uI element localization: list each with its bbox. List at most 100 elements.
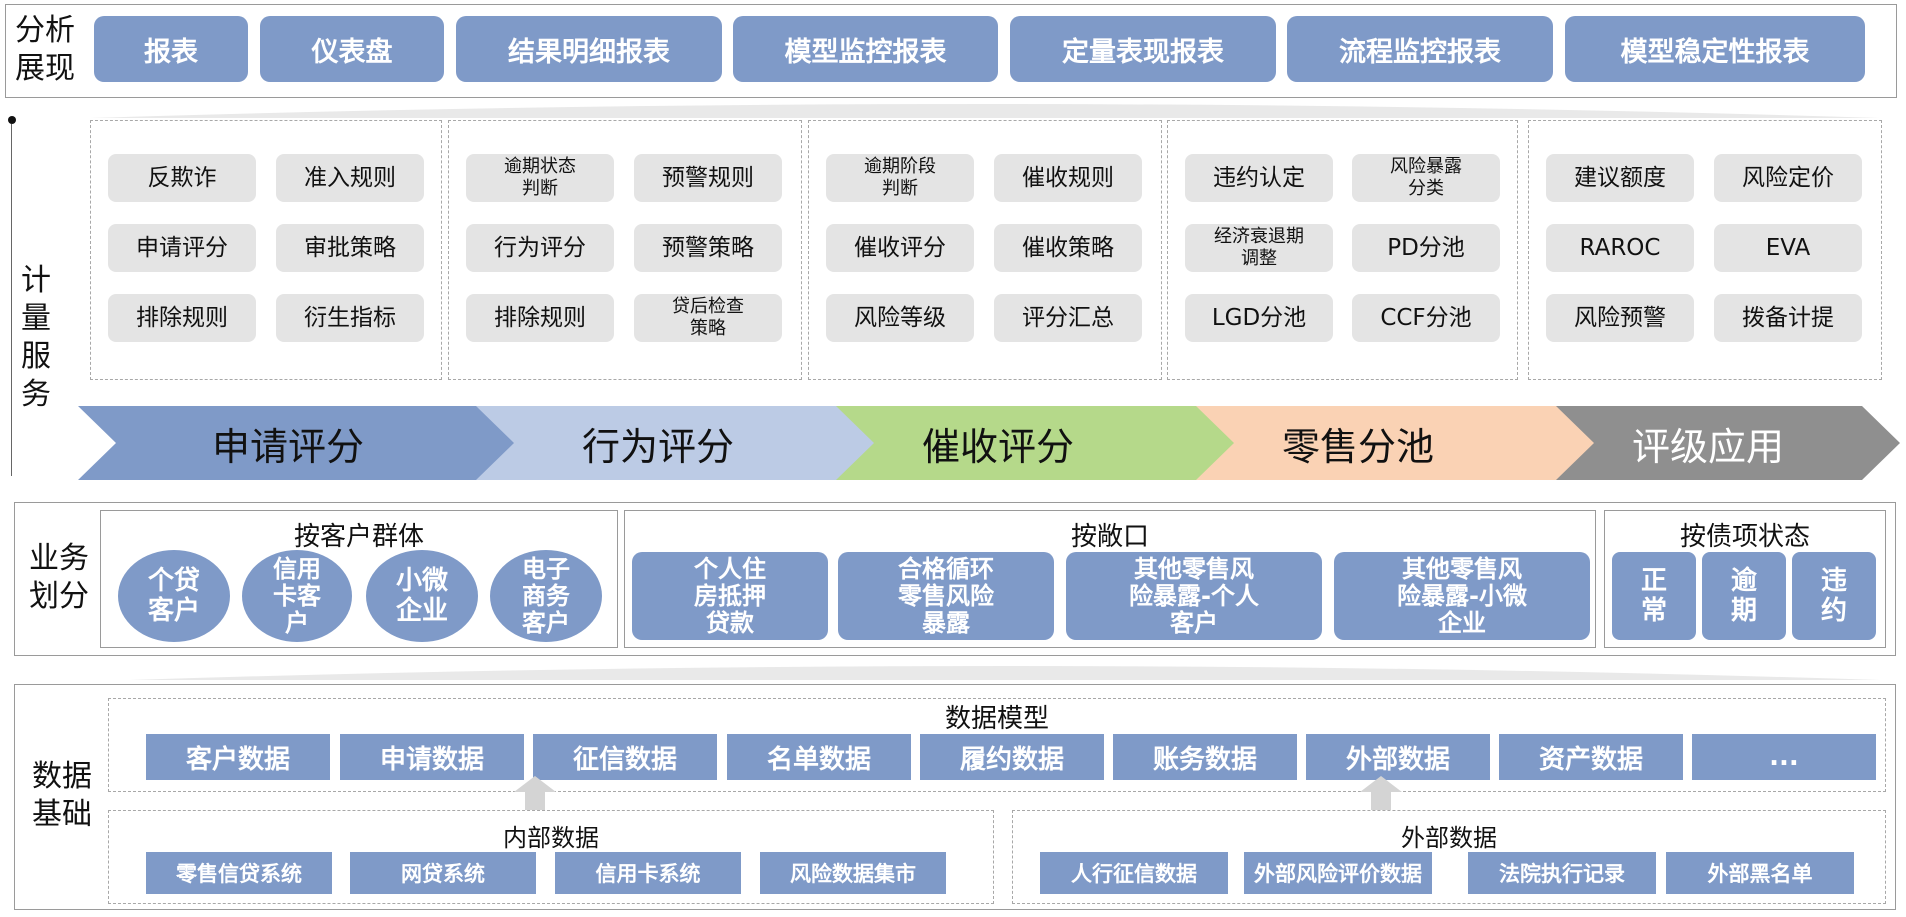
dashboard-button[interactable]: 仪表盘 xyxy=(260,16,444,82)
internal-data-item[interactable]: 风险数据集市 xyxy=(760,852,946,894)
measure-item[interactable]: 催收评分 xyxy=(826,224,974,272)
by-exposure-title: 按敞口 xyxy=(1070,522,1149,552)
measure-label: 计量服务 xyxy=(16,262,56,414)
measure-item[interactable]: 风险定价 xyxy=(1714,154,1862,202)
data-model-title: 数据模型 xyxy=(944,704,1049,734)
stage-chevron-pool xyxy=(1158,406,1594,480)
transition-band xyxy=(90,104,1880,118)
result-detail-report-button[interactable]: 结果明细报表 xyxy=(456,16,722,82)
stage-label-behavior: 行为评分 xyxy=(581,424,734,469)
status-item-default[interactable]: 违 约 xyxy=(1792,552,1876,640)
exposure-item[interactable]: 其他零售风 险暴露-个人 客户 xyxy=(1066,552,1322,640)
data-model-item[interactable]: 资产数据 xyxy=(1499,734,1683,780)
measure-item[interactable]: CCF分池 xyxy=(1352,294,1500,342)
data-section xyxy=(14,684,1896,910)
by-exposure-group xyxy=(624,510,1596,648)
external-data-item[interactable]: 外部风险评价数据 xyxy=(1244,852,1432,894)
measure-item[interactable]: 违约认定 xyxy=(1185,154,1333,202)
data-model-item[interactable]: 名单数据 xyxy=(727,734,911,780)
model-stability-report-button[interactable]: 模型稳定性报表 xyxy=(1565,16,1865,82)
model-monitor-report-button[interactable]: 模型监控报表 xyxy=(733,16,998,82)
internal-data-title: 内部数据 xyxy=(503,824,599,852)
stage-arrow-flow: 申请评分 行为评分 催收评分 零售分池 评级应用 xyxy=(78,406,1900,480)
internal-data-item[interactable]: 网贷系统 xyxy=(350,852,536,894)
internal-data-item[interactable]: 零售信贷系统 xyxy=(146,852,332,894)
status-item-normal[interactable]: 正 常 xyxy=(1612,552,1696,640)
measure-item[interactable]: 审批策略 xyxy=(276,224,424,272)
data-label: 数据基础 xyxy=(32,759,92,832)
stage-label-collection: 催收评分 xyxy=(921,424,1074,469)
stage-chevrons xyxy=(78,406,1900,480)
measure-item[interactable]: 准入规则 xyxy=(276,154,424,202)
measure-item[interactable]: 贷后检查 策略 xyxy=(634,294,782,342)
measure-item[interactable]: 风险等级 xyxy=(826,294,974,342)
measure-dot-icon xyxy=(8,116,16,124)
customer-circle[interactable]: 电子 商务 客户 xyxy=(490,550,602,642)
data-model-item-more[interactable]: ... xyxy=(1692,734,1876,780)
measure-item[interactable]: 风险预警 xyxy=(1546,294,1694,342)
data-model-group xyxy=(108,698,1886,792)
internal-data-group xyxy=(108,810,994,904)
exposure-item[interactable]: 合格循环 零售风险 暴露 xyxy=(838,552,1054,640)
by-customer-title: 按客户群体 xyxy=(293,522,424,552)
measure-group-5 xyxy=(1528,120,1882,380)
exposure-item[interactable]: 其他零售风 险暴露-小微 企业 xyxy=(1334,552,1590,640)
measure-item[interactable]: 建议额度 xyxy=(1546,154,1694,202)
measure-item[interactable]: 排除规则 xyxy=(466,294,614,342)
measure-item[interactable]: RAROC xyxy=(1546,224,1694,272)
data-model-item[interactable]: 客户数据 xyxy=(146,734,330,780)
measure-group-4 xyxy=(1167,120,1518,380)
data-model-item[interactable]: 账务数据 xyxy=(1113,734,1297,780)
measure-item[interactable]: 催收策略 xyxy=(994,224,1142,272)
measure-item[interactable]: 经济衰退期 调整 xyxy=(1185,224,1333,272)
analysis-label: 分析展现 xyxy=(15,13,75,86)
measure-item[interactable]: 逾期阶段 判断 xyxy=(826,154,974,202)
customer-circle[interactable]: 小微 企业 xyxy=(366,550,478,642)
measure-item[interactable]: PD分池 xyxy=(1352,224,1500,272)
measure-item[interactable]: 排除规则 xyxy=(108,294,256,342)
measure-item[interactable]: 评分汇总 xyxy=(994,294,1142,342)
internal-up-arrow-icon xyxy=(514,776,556,810)
external-up-arrow-icon xyxy=(1360,776,1402,810)
external-data-item[interactable]: 外部黑名单 xyxy=(1666,852,1854,894)
status-item-overdue[interactable]: 逾 期 xyxy=(1702,552,1786,640)
data-model-item[interactable]: 履约数据 xyxy=(920,734,1104,780)
measure-item[interactable]: 行为评分 xyxy=(466,224,614,272)
measure-group-1 xyxy=(90,120,442,380)
by-status-title: 按债项状态 xyxy=(1679,522,1810,552)
external-data-title: 外部数据 xyxy=(1401,824,1497,852)
business-section xyxy=(14,502,1896,656)
measure-item[interactable]: 申请评分 xyxy=(108,224,256,272)
measure-item[interactable]: 预警策略 xyxy=(634,224,782,272)
measure-label-text: 计量服务 xyxy=(21,263,51,412)
report-button[interactable]: 报表 xyxy=(94,16,248,82)
process-monitor-report-button[interactable]: 流程监控报表 xyxy=(1287,16,1553,82)
stage-label-application: 申请评分 xyxy=(211,424,364,469)
measure-item[interactable]: 预警规则 xyxy=(634,154,782,202)
data-model-item[interactable]: 申请数据 xyxy=(340,734,524,780)
measure-item[interactable]: LGD分池 xyxy=(1185,294,1333,342)
measure-item[interactable]: 逾期状态 判断 xyxy=(466,154,614,202)
transition-band-2 xyxy=(130,666,1880,680)
external-data-item[interactable]: 人行征信数据 xyxy=(1040,852,1228,894)
measure-item[interactable]: EVA xyxy=(1714,224,1862,272)
exposure-item[interactable]: 个人住 房抵押 贷款 xyxy=(632,552,828,640)
measure-item[interactable]: 风险暴露 分类 xyxy=(1352,154,1500,202)
internal-data-item[interactable]: 信用卡系统 xyxy=(555,852,741,894)
measure-divider xyxy=(11,124,12,476)
customer-circle[interactable]: 信用 卡客 户 xyxy=(242,550,352,642)
stage-chevron-behavior xyxy=(438,406,874,480)
by-status-group xyxy=(1604,510,1886,648)
measure-item[interactable]: 反欺诈 xyxy=(108,154,256,202)
stage-label-retail-pool: 零售分池 xyxy=(1281,424,1434,469)
external-data-item[interactable]: 法院执行记录 xyxy=(1468,852,1656,894)
customer-circle[interactable]: 个贷 客户 xyxy=(118,550,230,642)
measure-item[interactable]: 拨备计提 xyxy=(1714,294,1862,342)
measure-item[interactable]: 催收规则 xyxy=(994,154,1142,202)
quant-performance-report-button[interactable]: 定量表现报表 xyxy=(1010,16,1276,82)
business-label: 业务划分 xyxy=(29,541,89,614)
measure-item[interactable]: 衍生指标 xyxy=(276,294,424,342)
data-model-item[interactable]: 征信数据 xyxy=(533,734,717,780)
measure-group-3 xyxy=(808,120,1162,380)
data-model-item[interactable]: 外部数据 xyxy=(1306,734,1490,780)
